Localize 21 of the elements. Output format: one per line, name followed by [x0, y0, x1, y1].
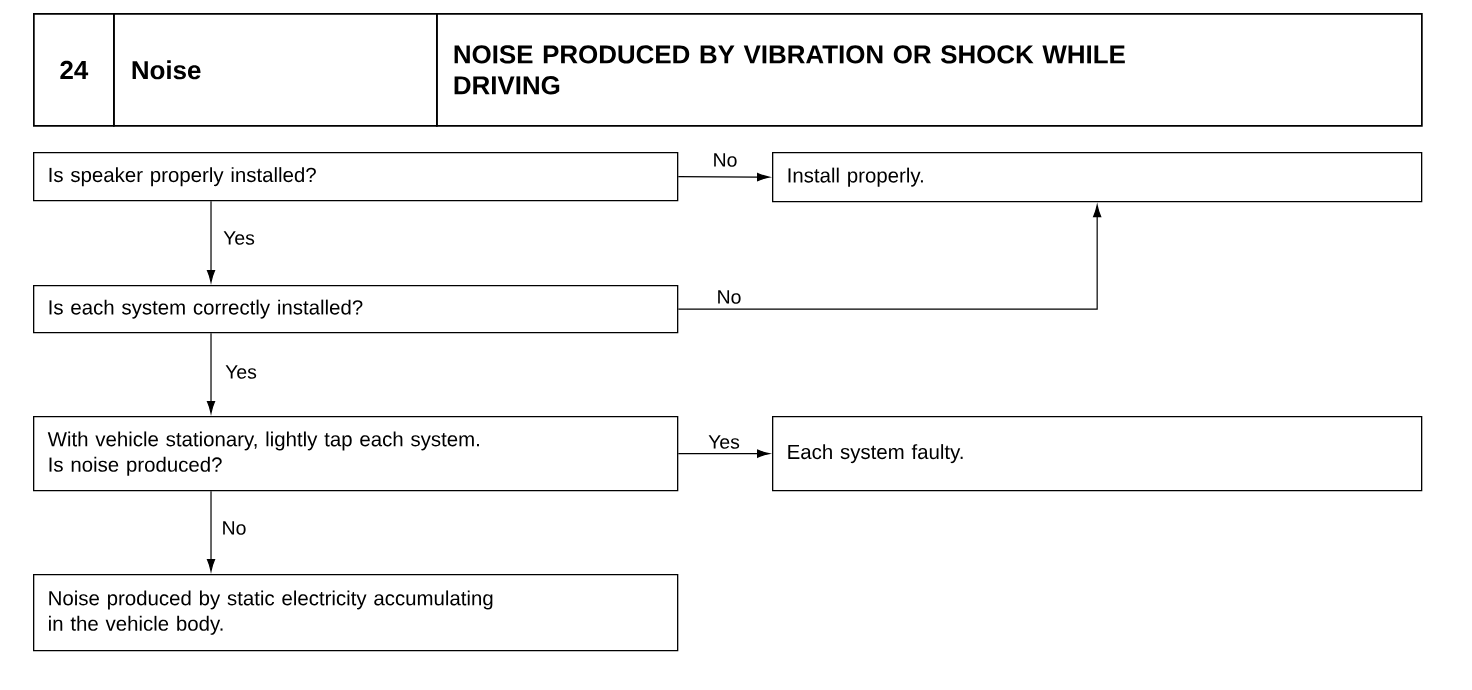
arrow: [206, 490, 216, 572]
question-box: Is each system correctly installed?: [33, 285, 679, 334]
edge-label: No: [718, 290, 741, 304]
edge-label: No: [223, 521, 246, 535]
action-box: Install properly.: [772, 152, 1423, 203]
edge-label: Yes: [225, 365, 257, 379]
title-cell: NOISE PRODUCED BY VIBRATION OR SHOCK WHILE DRIVING: [436, 13, 1423, 127]
result-box: Each system faulty.: [772, 416, 1423, 492]
arrow: [677, 172, 770, 182]
question-box: Is speaker properly installed?: [33, 152, 679, 202]
edge-label: Yes: [708, 435, 740, 449]
edge-label: No: [714, 153, 737, 167]
result-box: Noise produced by static electricity accumulating in the vehicle body.: [33, 574, 679, 652]
arrow: [206, 332, 216, 414]
arrow: [677, 449, 770, 458]
number-cell: 24: [33, 13, 115, 127]
arrow: [206, 200, 216, 283]
arrow: [677, 204, 1102, 310]
question-box: With vehicle stationary, lightly tap each system. Is noise produced?: [33, 416, 679, 492]
category-cell: Noise: [113, 13, 438, 127]
edge-label: Yes: [223, 231, 255, 245]
